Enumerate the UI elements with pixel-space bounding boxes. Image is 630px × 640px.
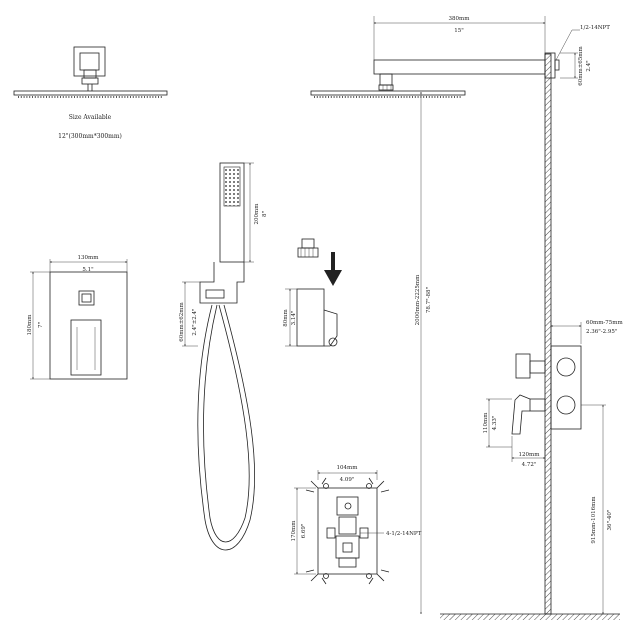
mount-neck: [83, 69, 97, 79]
valve-height-in: 6.69": [301, 524, 307, 539]
rain-head-detail: Size Available 12"(300mm*300mm): [13, 46, 168, 140]
handheld-height-mm: 200mm: [254, 203, 260, 225]
holder-spacing-mm: 60mm±62mm: [179, 301, 185, 341]
floor-hatch: [440, 614, 620, 620]
arm-thread-label: 1/2-14NPT: [580, 25, 610, 31]
mount-block-outer: [73, 46, 106, 77]
valve-height-mm: 170mm: [291, 520, 297, 542]
valve-cartridge: [335, 535, 360, 559]
valve-body-frame: [317, 487, 378, 575]
valve-bottom-port: [338, 557, 357, 568]
valve-side-port-left: [326, 527, 336, 539]
arm-drop: [379, 73, 393, 86]
head-height-mm: 2000mm-2225mm: [415, 274, 421, 325]
holder-height-in: 3.14": [291, 311, 297, 326]
valve-port-label: 4-1/2-14NPT: [386, 531, 422, 537]
handheld-spray-face: [223, 166, 241, 207]
valve-width-in: 4.09": [340, 477, 355, 483]
mixer-lever: [70, 319, 102, 376]
wall-holder-body: [296, 288, 325, 347]
shower-hose-inner: [203, 304, 250, 543]
wall-depth-mm: 60mm-75mm: [586, 320, 624, 326]
handle-height-mm: 110mm: [483, 412, 489, 434]
handle-height-in: 4.33": [492, 416, 498, 431]
handheld-height-in: 8": [262, 211, 268, 217]
trim-width-in: 5.1": [82, 267, 93, 273]
arm-length-mm: 380mm: [449, 16, 471, 22]
installed-rain-head: [310, 90, 466, 96]
wall-holder-detail: 80mm 3.14": [283, 238, 342, 347]
shower-arm: [373, 59, 546, 75]
rain-head-plate: [13, 90, 168, 96]
shower-hose-outer: [197, 304, 256, 551]
head-height-in: 78.7"-88": [426, 287, 432, 313]
installed-mixer-handle: [511, 394, 531, 435]
installation-elevation: 380mm 15" 1/2-14NPT 60mm±65mm 2.4" 2000m…: [310, 16, 624, 620]
flange-in: 2.4": [586, 60, 592, 71]
trim-plate: [49, 271, 128, 380]
insert-arrow-shaft: [331, 252, 335, 273]
trim-plate-detail: 130mm 5.1" 180mm 7": [27, 255, 128, 380]
wall-section: [544, 53, 552, 615]
installed-mixer-port: [556, 395, 576, 415]
valve-install-height-in: 36"-40": [607, 510, 613, 531]
handheld-body: [219, 162, 245, 263]
wall-holder-cradle: [323, 309, 338, 347]
installed-diverter-knob: [515, 353, 531, 379]
wall-depth-in: 2.36"-2.95": [586, 329, 617, 335]
handle-depth-mm: 120mm: [519, 452, 541, 458]
installed-diverter-port: [556, 357, 576, 377]
connector-top: [301, 238, 315, 249]
insert-arrow-head: [324, 270, 342, 286]
valve-top-port: [336, 496, 359, 516]
holder-height-mm: 80mm: [283, 309, 289, 327]
handle-depth-in: 4.72": [522, 462, 537, 468]
mount-block-inner: [79, 52, 100, 71]
installed-valve-box: [550, 345, 582, 430]
valve-body-detail: 104mm 4.09" 170mm 6.69" 4-1/2-14NPT: [291, 465, 422, 585]
trim-height-in: 7": [38, 322, 44, 328]
valve-install-height-mm: 915mm-1016mm: [591, 496, 597, 544]
diverter-knob: [78, 290, 95, 306]
mount-collar: [81, 77, 99, 85]
valve-width-mm: 104mm: [337, 465, 359, 471]
flange-mm: 60mm±65mm: [578, 45, 584, 85]
arm-length-in: 15": [454, 28, 464, 34]
trim-height-mm: 180mm: [27, 314, 33, 336]
handheld-shower: 200mm 8" 60mm±62mm 2.4"±2.4": [179, 162, 268, 551]
holder-spacing-in: 2.4"±2.4": [192, 308, 198, 335]
hand-shower-holder: [199, 262, 245, 304]
size-available-label: Size Available: [69, 114, 112, 121]
connector-nut: [297, 247, 319, 258]
size-label: 12"(300mm*300mm): [58, 133, 122, 140]
trim-width-mm: 130mm: [78, 255, 100, 261]
